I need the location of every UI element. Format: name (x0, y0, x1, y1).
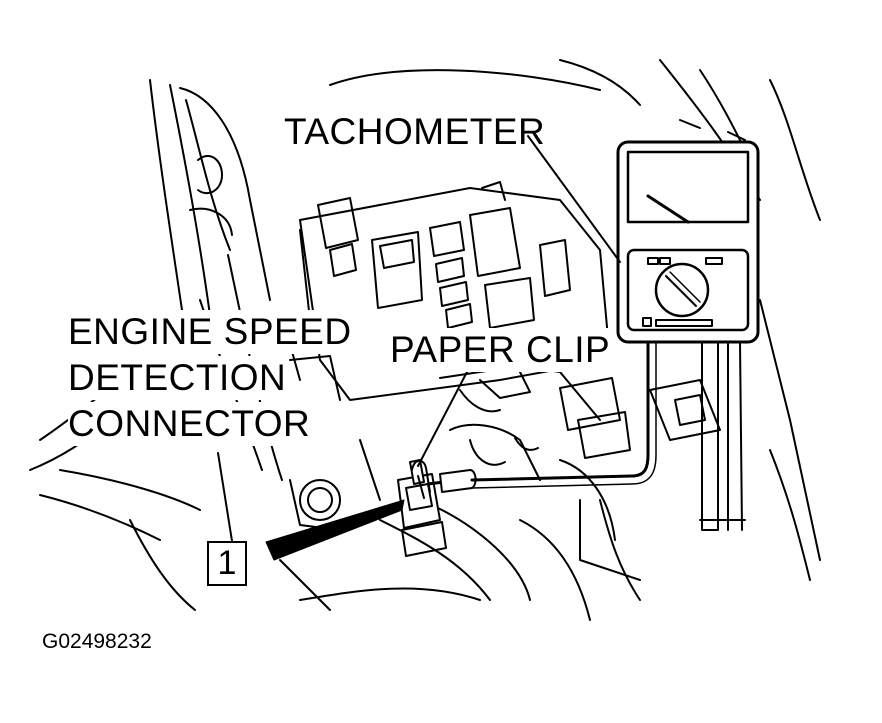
paper-clip-leader-line (417, 369, 469, 467)
callout-number-box: 1 (207, 541, 247, 586)
connector-label-line1: ENGINE SPEED (68, 310, 352, 354)
round-fitting (289, 479, 341, 531)
pointer-arrow (265, 499, 405, 561)
connector-label-line2: DETECTION (68, 356, 287, 400)
tachometer-leader-line (527, 135, 621, 263)
tachometer-label: TACHOMETER (284, 111, 546, 152)
leader-lines (217, 135, 621, 542)
connector-label-line3: CONNECTOR (68, 402, 311, 446)
paper-clip-label: PAPER CLIP (388, 328, 613, 372)
tachometer-lead (426, 338, 657, 493)
figure-reference-id: G02498232 (42, 630, 152, 653)
connector-leader-line (217, 452, 233, 542)
hood-curves (329, 59, 821, 221)
tachometer-meter (616, 140, 760, 531)
